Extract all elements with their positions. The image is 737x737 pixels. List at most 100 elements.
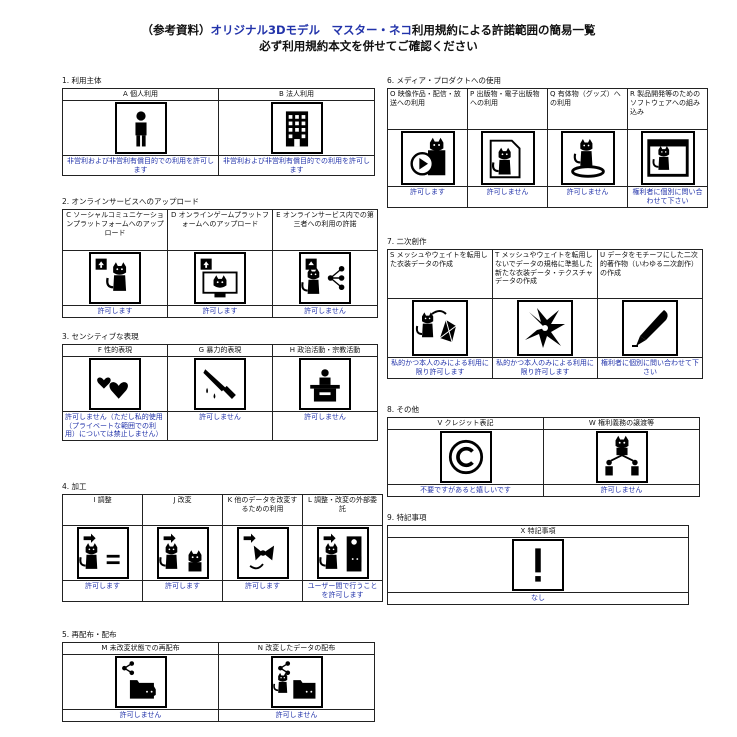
item-head: A 個人利用 [62,88,219,101]
item-head: C ソーシャルコミュニケーションプラットフォームへのアップロード [62,209,168,251]
item-head: J 改変 [142,494,223,526]
item-head: P 出版物・電子出版物への利用 [467,88,548,130]
pen-icon [622,300,678,356]
license-table: S メッシュやウェイトを転用した衣装データの作成 T メッシュやウェイトを転用し… [387,249,703,379]
item-head: S メッシュやウェイトを転用した衣装データの作成 [387,249,493,299]
section-media: 6. メディア・プロダクトへの使用 O 映像作品・配信・放送への利用 P 出版物… [387,75,708,208]
exclamation-icon [512,538,564,591]
item-head: V クレジット表記 [387,417,544,430]
item-result: 許可します [387,186,468,208]
item-head: G 暴力的表現 [167,344,273,357]
item-head: R 製品開発等のためのソフトウェアへの組み込み [627,88,708,130]
copyright-icon [439,430,492,483]
section-title: 2. オンラインサービスへのアップロード [62,197,200,206]
item-head: E オンラインサービス内での第三者への利用の許諾 [272,209,378,251]
item-head: Q 有体物（グッズ）への利用 [547,88,628,130]
item-result: ユーザー間で行うことを許可します [302,580,383,602]
item-result: 許可しません [547,186,628,208]
license-table: V クレジット表記 W 権利義務の譲渡等 不要ですがあると嬉しいです 許可しませ… [387,417,700,497]
game-upload-icon [194,252,246,304]
video-icon [400,131,455,185]
item-result: 許可します [222,580,303,602]
item-result: 許可します [142,580,223,602]
section-title: 8. その他 [387,405,420,414]
section-derivative: 7. 二次創作 S メッシュやウェイトを転用した衣装データの作成 T メッシュや… [387,236,703,379]
item-result: 許可します [62,580,143,602]
page-subtitle: 必ず利用規約本文を併せてご確認ください [259,39,478,53]
building-icon [270,101,323,154]
item-result: 権利者に個別に問い合わせて下さい [597,357,703,379]
item-result: 非営利および非営利有償目的での利用を許可します [62,154,219,177]
item-result: 許可しません [62,708,219,722]
item-head: U データをモチーフにした二次的著作物（いわゆる二次創作）の作成 [597,249,703,299]
item-head: I 調整 [62,494,143,526]
section-sensitive: 3. センシティブな表現 F 性的表現 G 暴力的表現 H 政治活動・宗教活動 … [62,331,378,442]
social-upload-icon [89,252,141,304]
podium-icon [299,357,351,410]
section-online-upload: 2. オンラインサービスへのアップロード C ソーシャルコミュニケーションプラッ… [62,196,378,318]
knife-icon [194,357,246,410]
license-table: O 映像作品・配信・放送への利用 P 出版物・電子出版物への利用 Q 有体物（グ… [387,88,708,208]
redistribute-icon [114,655,167,708]
section-title: 7. 二次創作 [387,237,427,246]
item-result: 許可します [62,305,168,318]
item-result: 許可しません [467,186,548,208]
license-table: I 調整 J 改変 K 他のデータを改変するための利用 L 調整・改変の外部委託… [62,494,383,602]
transfer-rights-icon [595,430,648,483]
title-suffix: 利用規約による許諾範囲の簡易一覧 [411,23,596,37]
section-title: 5. 再配布・配布 [62,630,117,639]
section-title: 1. 利用主体 [62,76,102,85]
item-head: M 未改変状態での再配布 [62,642,219,655]
item-result: 私的かつ本人のみによる利用に限り許可します [387,357,493,379]
third-party-share-icon [299,252,351,304]
license-table: F 性的表現 G 暴力的表現 H 政治活動・宗教活動 許可しません（ただし私的使… [62,344,378,442]
license-table: X 特記事項 なし [387,525,689,605]
item-result: 許可しません [543,483,700,497]
publication-icon [480,131,535,185]
item-result: 許可しません [167,410,273,442]
item-head: L 調整・改変の外部委託 [302,494,383,526]
item-result: 権利者に個別に問い合わせて下さい [627,186,708,208]
hearts-icon [89,357,141,410]
goods-icon [560,131,615,185]
item-result: 許可しません [272,305,378,318]
ribbon-icon [236,527,289,579]
item-result: なし [387,591,689,605]
page-title: （参考資料）オリジナル3Dモデル マスター・ネコ利用規約による許諾範囲の簡易一覧 [0,22,737,38]
new-costume-icon [517,300,573,356]
person-icon [114,101,167,154]
section-special: 9. 特記事項 X 特記事項 なし [387,512,689,605]
section-title: 6. メディア・プロダクトへの使用 [387,76,502,85]
item-head: N 改変したデータの配布 [218,642,375,655]
item-head: T メッシュやウェイトを転用しないでデータの規格に準拠した新たな衣装データ・テク… [492,249,598,299]
item-result: 不要ですがあると嬉しいです [387,483,544,497]
section-processing: 4. 加工 I 調整 J 改変 K 他のデータを改変するための利用 L 調整・改… [62,481,383,602]
software-icon [640,131,695,185]
item-result: 許可しません（ただし私的使用（プライベートな範囲での利用）については禁止しません… [62,410,168,442]
adjust-icon [76,527,129,579]
license-table: C ソーシャルコミュニケーションプラットフォームへのアップロード D オンライン… [62,209,378,318]
item-result: 私的かつ本人のみによる利用に限り許可します [492,357,598,379]
section-user: 1. 利用主体 A 個人利用 B 法人利用 非営利および非営利有償目的での利用を… [62,75,375,177]
item-head: B 法人利用 [218,88,375,101]
section-other: 8. その他 V クレジット表記 W 権利義務の譲渡等 不要ですがあると嬉しいで… [387,404,700,497]
modify-icon [156,527,209,579]
mesh-transfer-icon [412,300,468,356]
item-head: K 他のデータを改変するための利用 [222,494,303,526]
item-result: 許可しません [218,708,375,722]
modified-distribute-icon [270,655,323,708]
title-model-name: オリジナル3Dモデル マスター・ネコ [210,23,412,37]
license-table: M 未改変状態での再配布 N 改変したデータの配布 許可しません 許可しません [62,642,375,722]
item-head: O 映像作品・配信・放送への利用 [387,88,468,130]
item-result: 許可します [167,305,273,318]
section-title: 9. 特記事項 [387,513,427,522]
item-head: D オンラインゲームプラットフォームへのアップロード [167,209,273,251]
item-result: 非営利および非営利有償目的での利用を許可します [218,154,375,177]
section-title: 3. センシティブな表現 [62,332,139,341]
section-redistribution: 5. 再配布・配布 M 未改変状態での再配布 N 改変したデータの配布 許可しま… [62,629,375,722]
item-result: 許可しません [272,410,378,442]
item-head: X 特記事項 [387,525,689,538]
item-head: W 権利義務の譲渡等 [543,417,700,430]
section-title: 4. 加工 [62,482,87,491]
item-head: H 政治活動・宗教活動 [272,344,378,357]
